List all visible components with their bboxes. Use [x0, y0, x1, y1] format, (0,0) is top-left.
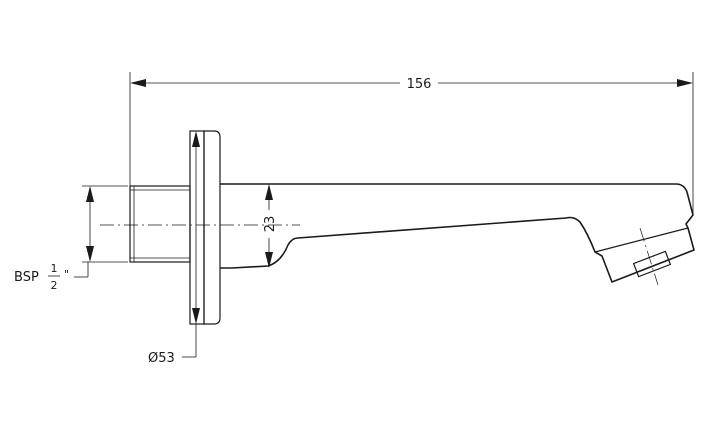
arrowhead-thread-bottom [86, 246, 94, 262]
aerator-slot [632, 250, 672, 278]
thread-outline [129, 185, 191, 263]
aerator [594, 227, 689, 286]
flange-diameter-label: Ø53 [148, 351, 175, 366]
arrowhead-right [677, 79, 693, 87]
flange-right-plate [203, 130, 221, 325]
threaded-inlet [129, 185, 191, 263]
bsp-denominator: 2 [51, 279, 58, 292]
length-dimension: 156 [129, 72, 694, 215]
bsp-unit: " [64, 268, 69, 281]
offset-dimension: 23 [263, 184, 278, 268]
bsp-numerator: 1 [51, 262, 58, 275]
thread-dimension [74, 185, 128, 278]
arrowhead-flange-top [192, 131, 200, 147]
length-label: 156 [407, 77, 432, 92]
offset-label: 23 [263, 216, 278, 233]
bsp-prefix: BSP [14, 270, 39, 285]
aerator-top-edge [594, 227, 689, 253]
bsp-label: BSP 1 2 " [14, 262, 69, 292]
arrowhead-flange-bottom [192, 308, 200, 324]
flange-left-plate [189, 130, 205, 325]
arrowhead-thread-top [86, 186, 94, 202]
arrowhead-left [130, 79, 146, 87]
spout-body [220, 183, 695, 284]
arrowhead-offset-top [265, 184, 273, 200]
wall-flange: Ø53 [148, 130, 221, 366]
aerator-centerline [639, 227, 659, 286]
arrowhead-offset-bottom [265, 252, 273, 268]
